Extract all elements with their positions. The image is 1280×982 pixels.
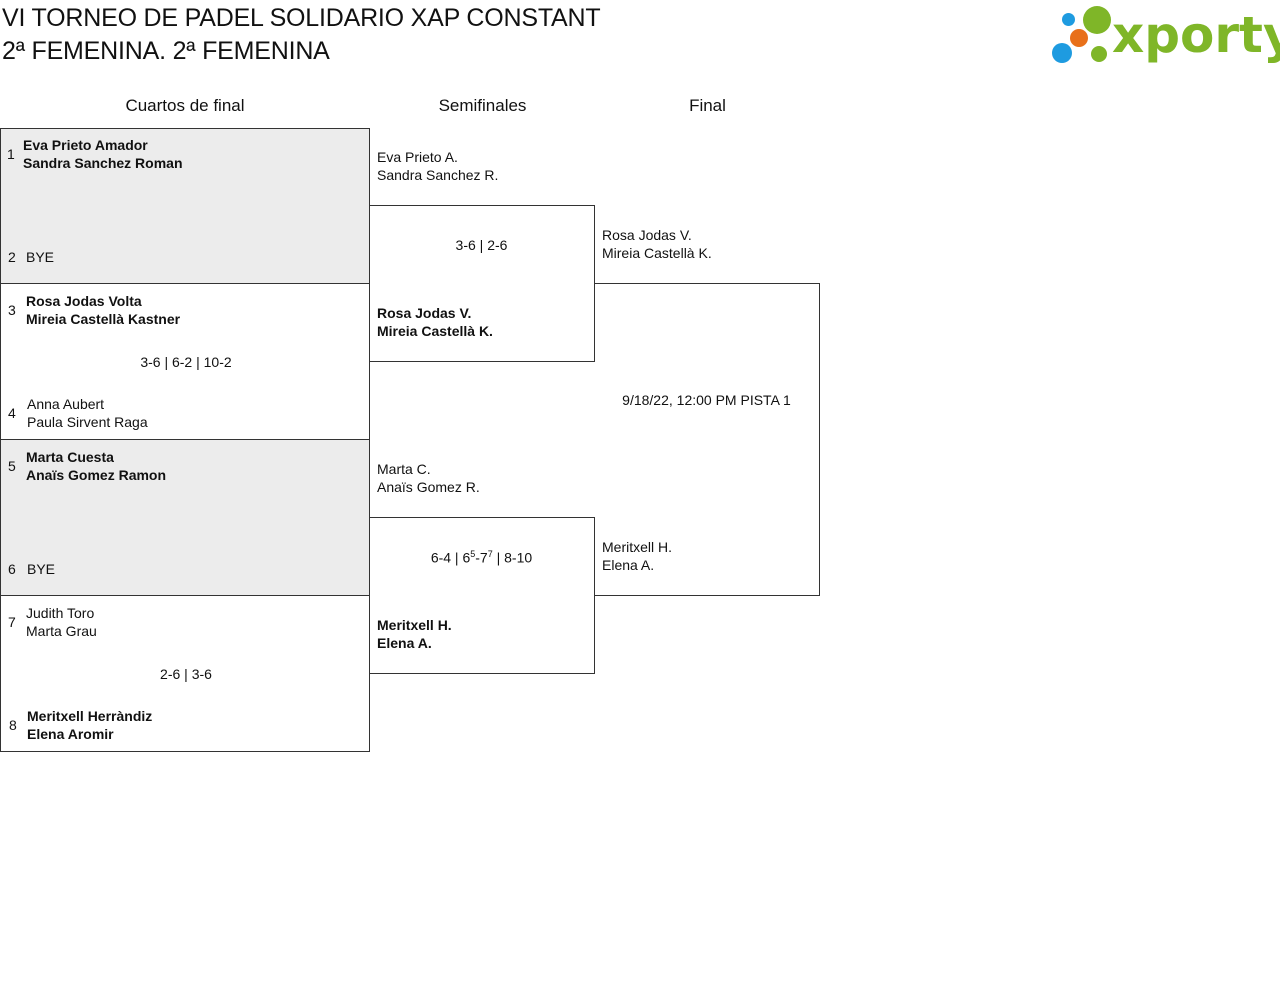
player-name: Mireia Castellà K.: [602, 245, 712, 261]
player-name: Anna Aubert: [27, 396, 105, 412]
seed-number: 1: [7, 146, 15, 162]
round-label-quarterfinals: Cuartos de final: [125, 96, 245, 115]
player-name: Mireia Castellà K.: [377, 323, 493, 339]
round-label-final: Final: [689, 96, 726, 115]
seed-number: 6: [8, 561, 16, 577]
match-court: PISTA 1: [740, 392, 791, 408]
category-title: 2ª FEMENINA. 2ª FEMENINA: [2, 37, 330, 65]
logo-dot-green-small: [1091, 46, 1107, 62]
qf-match-1[interactable]: 1 Eva Prieto Amador Sandra Sanchez Roman…: [0, 128, 370, 284]
player-name: Anaïs Gomez R.: [377, 479, 480, 495]
player-name: Eva Prieto Amador: [23, 137, 148, 153]
sf-match-1[interactable]: 3-6 | 2-6 Rosa Jodas V. Mireia Castellà …: [369, 205, 595, 362]
match-score: 3-6 | 6-2 | 10-2: [140, 354, 232, 370]
sf-match-2[interactable]: 6-4 | 65-77 | 8-10 Meritxell H. Elena A.: [369, 517, 595, 674]
player-name: Judith Toro: [26, 605, 95, 621]
player-name: BYE: [27, 561, 56, 577]
logo-dot-blue-small: [1062, 13, 1075, 26]
score-part: | 8-10: [492, 549, 533, 566]
player-name: Anaïs Gomez Ramon: [26, 467, 167, 483]
seed-number: 4: [8, 405, 16, 421]
score-part: 6-4 | 6: [430, 549, 471, 566]
round-label-semifinals: Semifinales: [438, 96, 527, 115]
seed-number: 3: [8, 302, 16, 318]
player-name: BYE: [26, 249, 55, 265]
final-match[interactable]: 9/18/22, 12:00 PM PISTA 1 Meritxell H. E…: [594, 283, 820, 596]
tiebreak-score: 7: [487, 549, 493, 559]
seed-number: 8: [9, 717, 17, 733]
logo-dot-blue-large: [1052, 43, 1072, 63]
player-name: Rosa Jodas V.: [602, 227, 692, 243]
player-name: Elena A.: [377, 635, 432, 651]
player-name: Rosa Jodas Volta: [26, 293, 142, 309]
xporty-logo: xporty: [1050, 4, 1280, 68]
match-score: 3-6 | 2-6: [455, 237, 508, 253]
qf-match-3[interactable]: 5 Marta Cuesta Anaïs Gomez Ramon 6 BYE: [0, 439, 370, 596]
player-name: Eva Prieto A.: [377, 149, 458, 165]
player-name: Sandra Sanchez Roman: [23, 155, 183, 171]
player-name: Marta Grau: [26, 623, 97, 639]
score-part: -7: [475, 549, 488, 566]
qf-match-4[interactable]: 7 Judith Toro Marta Grau 2-6 | 3-6 8 Mer…: [0, 595, 370, 752]
player-name: Meritxell H.: [377, 617, 452, 633]
player-name: Marta Cuesta: [26, 449, 114, 465]
logo-wordmark: xporty: [1112, 6, 1280, 64]
seed-number: 7: [8, 614, 16, 630]
player-name: Marta C.: [377, 461, 431, 477]
player-name: Mireia Castellà Kastner: [26, 311, 181, 327]
match-schedule: 9/18/22, 12:00 PM PISTA 1: [594, 392, 819, 408]
player-name: Sandra Sanchez R.: [377, 167, 499, 183]
seed-number: 2: [8, 249, 16, 265]
match-score: 6-4 | 65-77 | 8-10: [369, 549, 594, 566]
logo-dot-orange: [1070, 29, 1088, 47]
player-name: Elena Aromir: [27, 726, 114, 742]
player-name: Meritxell H.: [602, 539, 673, 555]
logo-dot-green-large: [1083, 6, 1111, 34]
match-score: 2-6 | 3-6: [160, 666, 212, 682]
player-name: Meritxell Herràndiz: [27, 708, 153, 724]
player-name: Rosa Jodas V.: [377, 305, 472, 321]
qf-match-2[interactable]: 3 Rosa Jodas Volta Mireia Castellà Kastn…: [0, 283, 370, 440]
match-datetime: 9/18/22, 12:00 PM: [622, 392, 737, 408]
seed-number: 5: [8, 458, 16, 474]
player-name: Elena A.: [602, 557, 655, 573]
player-name: Paula Sirvent Raga: [27, 414, 148, 430]
tiebreak-score: 5: [470, 549, 476, 559]
tournament-title: VI TORNEO DE PADEL SOLIDARIO XAP CONSTAN…: [2, 4, 601, 32]
